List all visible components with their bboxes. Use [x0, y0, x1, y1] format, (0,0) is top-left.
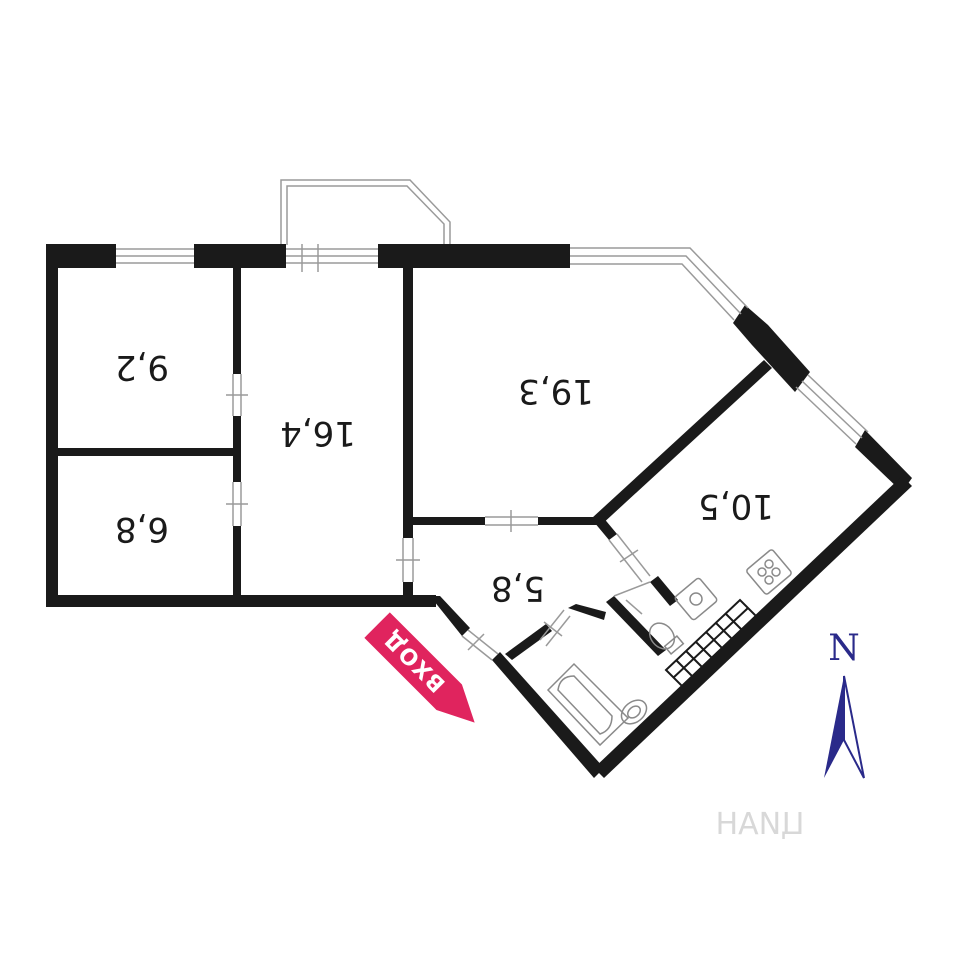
interior-walls: [58, 268, 772, 660]
room-area-6-8: 6,8: [115, 509, 169, 549]
room-area-9-2: 9,2: [115, 347, 169, 387]
toilet-icon: [648, 622, 685, 656]
exterior-walls: [46, 244, 912, 778]
room-area-10-5: 10,5: [698, 486, 774, 526]
balcony: [280, 179, 451, 245]
stove-icon: [746, 549, 792, 595]
bathtub: [546, 662, 630, 747]
kitchen-sink-icon: [674, 577, 718, 621]
windows: [116, 244, 869, 445]
watermark: ЦИАН: [716, 807, 805, 842]
sink-icon: [620, 699, 648, 725]
room-area-5-8: 5,8: [491, 568, 545, 608]
north-arrow-icon: N: [824, 628, 865, 779]
room-area-16-4: 16,4: [280, 413, 356, 453]
ventilation-grid: [664, 598, 758, 688]
doors: [226, 374, 651, 661]
north-label: N: [828, 628, 860, 669]
room-area-19-3: 19,3: [518, 371, 594, 411]
